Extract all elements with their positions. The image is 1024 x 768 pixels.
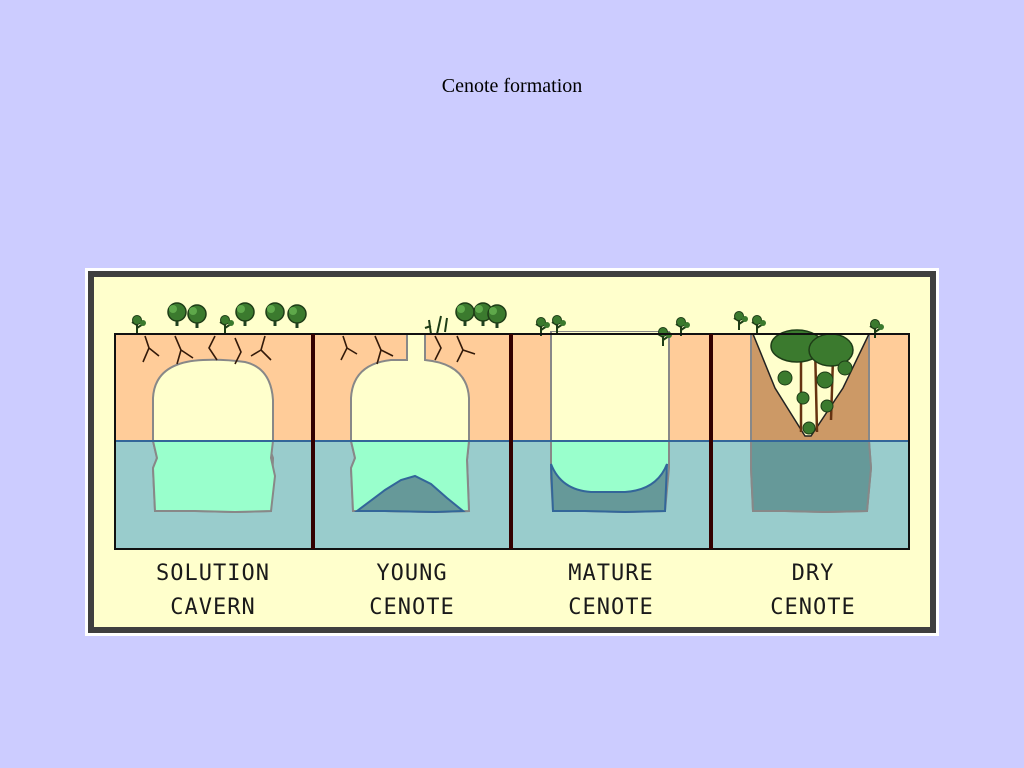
stage-2-label-line2: CENOTE	[369, 595, 454, 620]
divider-1	[311, 334, 315, 549]
vegetation	[424, 301, 508, 335]
panel-young-cenote	[315, 301, 509, 549]
stage-3-label-line2: CENOTE	[568, 595, 653, 620]
panel-mature-cenote	[513, 314, 709, 549]
cenote-diagram-svg: SOLUTION CAVERN YOUNG CENOTE MATURE CENO…	[85, 268, 939, 636]
collapse-debris	[354, 474, 466, 514]
slide-title: Cenote formation	[441, 75, 583, 97]
stage-3-label-line1: MATURE	[568, 561, 653, 586]
stage-1-label-line2: CAVERN	[170, 595, 255, 620]
divider-2	[509, 334, 513, 549]
root-cracks	[142, 335, 272, 365]
divider-3	[709, 334, 713, 549]
panel-solution-cavern	[115, 301, 311, 549]
open-shaft	[550, 331, 670, 443]
stage-4-label-line2: CENOTE	[770, 595, 855, 620]
vegetation	[733, 310, 885, 435]
stage-1-label-line1: SOLUTION	[156, 561, 270, 586]
submerged-sediment	[750, 440, 873, 514]
root-cracks	[340, 335, 476, 365]
stage-4-label-line1: DRY	[792, 561, 835, 586]
panel-dry-cenote	[713, 310, 909, 549]
cenote-diagram: SOLUTION CAVERN YOUNG CENOTE MATURE CENO…	[85, 268, 939, 636]
collapse-debris	[550, 463, 668, 514]
cave-water	[151, 440, 277, 514]
stage-2-label-line1: YOUNG	[376, 561, 447, 586]
